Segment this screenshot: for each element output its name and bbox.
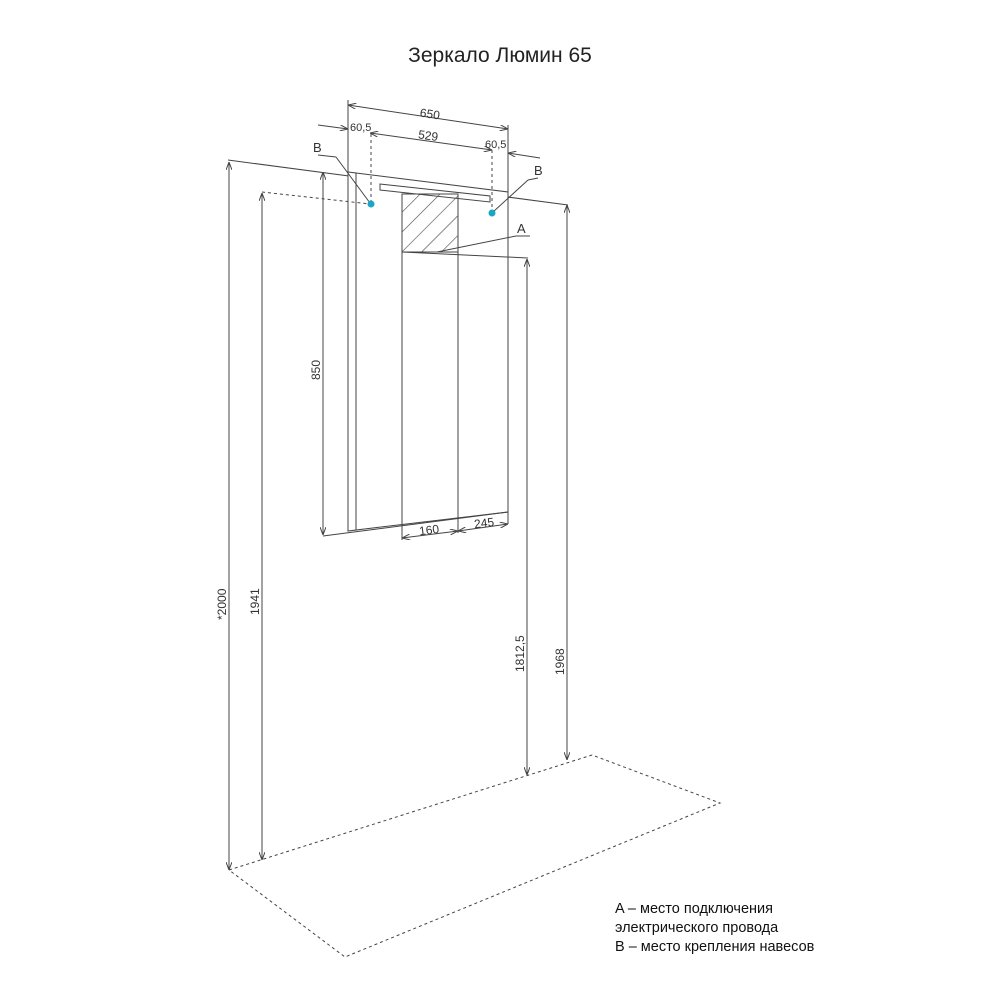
dim-245: 245 [473,515,495,531]
dim-650: 650 [419,106,441,123]
light-bar [379,183,491,203]
legend-line-b: B – место крепления навесов [615,939,815,955]
dim-1941: 1941 [248,588,262,615]
dim-60-5-left: 60,5 [350,122,371,134]
floor-outline [227,754,722,958]
marker-a: A [517,221,526,236]
legend-line-a-cont: электрического провода [615,920,779,936]
dim-60-5-right: 60,5 [485,139,506,151]
dim-850: 850 [309,360,323,380]
legend-line-a: A – место подключения [615,901,774,917]
mirror-side-edge [347,171,357,532]
mount-point-left [367,200,375,208]
legend: A – место подключения электрического про… [615,900,814,957]
marker-b-right: B [534,163,543,178]
dim-1812-5: 1812,5 [513,635,527,672]
dim-2000: *2000 [215,588,229,620]
wire-zone-a [401,193,459,253]
marker-b-left: B [313,140,322,155]
dim-529: 529 [417,127,439,144]
dim-1968: 1968 [553,648,567,675]
dim-160: 160 [418,522,440,538]
drawing-title: Зеркало Люмин 65 [408,44,592,67]
mount-point-right [488,209,496,217]
